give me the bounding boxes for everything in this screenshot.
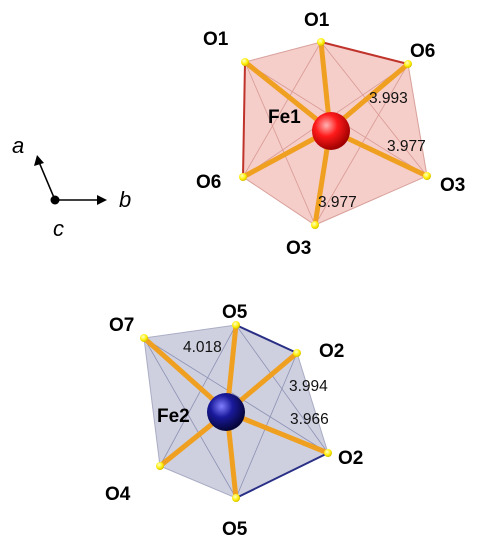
fe2-oxygen-o2-right: [293, 349, 301, 357]
label-fe1-o6-left: O6: [196, 172, 221, 193]
fe2-atom: [207, 393, 245, 431]
label-fe2-o5-bottom: O5: [222, 519, 248, 540]
label-fe1-o1-left: O1: [203, 29, 229, 50]
fe1-edge-top: [320, 41, 409, 65]
fe2-polyhedron-group: O5 O7 O2 O4 O2 O5 Fe2 4.018 3.994 3.966: [105, 302, 363, 540]
label-fe1-o1-top: O1: [304, 10, 330, 31]
label-fe2-o2-lower: O2: [338, 448, 363, 469]
axis-b-arrowhead: [97, 195, 107, 205]
fe2-oxygen-atoms: [140, 321, 332, 502]
fe1-atom: [312, 112, 350, 150]
fe1-oxygen-o6-left: [239, 173, 247, 181]
fe2-oxygen-o7-left: [140, 334, 148, 342]
fe2-oxygen-o4-left: [156, 462, 164, 470]
axis-a-line: [38, 161, 56, 201]
label-fe2-center: Fe2: [157, 406, 190, 427]
label-fe2-o2-right: O2: [319, 341, 344, 362]
fe1-distance-2: 3.977: [387, 138, 426, 155]
fe2-oxygen-o2-lower: [324, 449, 332, 457]
fe2-oxygen-o5-top: [232, 321, 240, 329]
fe1-oxygen-atoms: [239, 38, 431, 229]
fe2-edge-top: [235, 324, 298, 354]
fe2-edge-bottom: [235, 452, 329, 499]
fe2-oxygen-o5-bottom: [232, 494, 240, 502]
fe1-oxygen-o1-top: [317, 38, 325, 46]
axis-label-a: a: [12, 133, 24, 158]
fe1-oxygen-o6-right: [404, 60, 412, 68]
fe2-distance-1: 4.018: [183, 339, 222, 356]
label-fe1-o3-right: O3: [440, 175, 465, 196]
fe2-distance-2: 3.994: [289, 378, 328, 395]
label-fe2-o7-left: O7: [109, 315, 134, 336]
fe1-oxygen-o1-left: [241, 58, 249, 66]
fe2-inner-edges: [143, 324, 329, 499]
axis-c-dot: [50, 195, 60, 205]
fe1-distance-3: 3.977: [318, 194, 357, 211]
label-fe2-o5-top: O5: [222, 302, 248, 323]
label-fe1-o6-right: O6: [410, 41, 435, 62]
fe1-distance-1: 3.993: [369, 90, 408, 107]
axis-label-c: c: [53, 216, 64, 241]
axis-triad: a b c: [12, 133, 131, 241]
axis-a-arrowhead: [34, 155, 44, 166]
fe2-distance-3: 3.966: [290, 411, 329, 428]
axis-label-b: b: [119, 187, 131, 212]
fe1-oxygen-o3-bottom: [311, 221, 319, 229]
label-fe1-center: Fe1: [268, 107, 301, 128]
fe1-oxygen-o3-right: [423, 172, 431, 180]
fe1-edge-left: [242, 61, 246, 178]
label-fe1-o3-bottom: O3: [286, 238, 311, 259]
label-fe2-o4-left: O4: [105, 484, 131, 505]
fe1-polyhedron-group: O1 O1 O6 O6 O3 O3 Fe1 3.993 3.977 3.977: [196, 10, 465, 259]
